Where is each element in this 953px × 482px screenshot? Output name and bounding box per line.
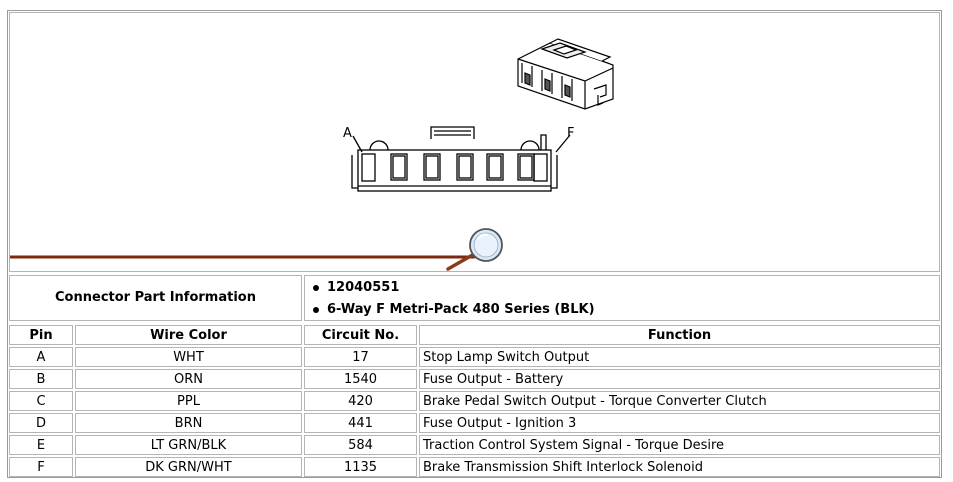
- header-circuit-no: Circuit No.: [304, 325, 417, 345]
- pin-f-label: F: [567, 126, 574, 141]
- function-cell: Brake Pedal Switch Output - Torque Conve…: [419, 391, 940, 411]
- magnifier-icon: [10, 228, 503, 271]
- circuit-cell: 584: [304, 435, 417, 455]
- pin-cell: D: [9, 413, 73, 433]
- connector-diagram: A F: [9, 12, 940, 272]
- connector-3d-view: [517, 38, 614, 110]
- circuit-cell: 1135: [304, 457, 417, 477]
- header-function: Function: [419, 325, 940, 345]
- pin-cell: E: [9, 435, 73, 455]
- circuit-cell: 1540: [304, 369, 417, 389]
- wire-color-cell: ORN: [75, 369, 302, 389]
- connector-end-view: [351, 126, 571, 192]
- pin-cell: A: [9, 347, 73, 367]
- wire-color-cell: WHT: [75, 347, 302, 367]
- pin-cell: C: [9, 391, 73, 411]
- wire-color-cell: DK GRN/WHT: [75, 457, 302, 477]
- pin-a-label: A: [343, 126, 352, 141]
- connector-illustration: A F: [10, 38, 614, 271]
- header-pin: Pin: [9, 325, 73, 345]
- connector-panel: [7, 10, 942, 478]
- function-cell: Stop Lamp Switch Output: [419, 347, 940, 367]
- wire-color-cell: LT GRN/BLK: [75, 435, 302, 455]
- function-cell: Fuse Output - Battery: [419, 369, 940, 389]
- function-cell: Brake Transmission Shift Interlock Solen…: [419, 457, 940, 477]
- circuit-cell: 420: [304, 391, 417, 411]
- connector-part-info-list: 12040551 6-Way F Metri-Pack 480 Series (…: [304, 275, 940, 321]
- pin-cell: F: [9, 457, 73, 477]
- wire-color-cell: BRN: [75, 413, 302, 433]
- pin-cell: B: [9, 369, 73, 389]
- connector-part-info-label: Connector Part Information: [9, 275, 302, 321]
- circuit-cell: 441: [304, 413, 417, 433]
- circuit-cell: 17: [304, 347, 417, 367]
- part-number: 12040551: [313, 277, 939, 299]
- wire-color-cell: PPL: [75, 391, 302, 411]
- connector-description: 6-Way F Metri-Pack 480 Series (BLK): [313, 299, 939, 320]
- header-wire-color: Wire Color: [75, 325, 302, 345]
- function-cell: Traction Control System Signal - Torque …: [419, 435, 940, 455]
- connector-part-info-text: Connector Part Information: [55, 290, 256, 305]
- function-cell: Fuse Output - Ignition 3: [419, 413, 940, 433]
